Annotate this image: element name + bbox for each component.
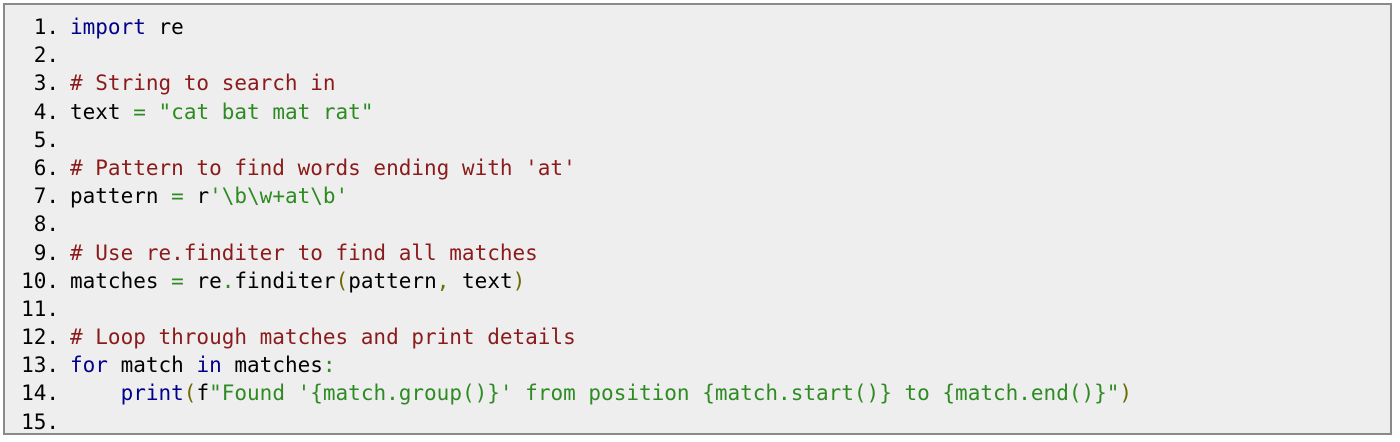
- line-code: # Use re.finditer to find all matches: [59, 239, 538, 267]
- line-code: matches = re.finditer(pattern, text): [59, 267, 525, 295]
- line-code: print(f"Found '{match.group()}' from pos…: [59, 379, 1133, 407]
- code-token: .: [221, 268, 235, 293]
- code-token: re: [183, 268, 222, 293]
- line-number: 15.: [21, 409, 59, 434]
- code-token: match: [107, 353, 197, 378]
- code-token: pattern: [70, 184, 172, 209]
- line-number: 14.: [21, 381, 59, 406]
- code-token: r: [183, 184, 210, 209]
- line-number: 13.: [21, 353, 59, 378]
- code-line: 7.pattern = r'\b\w+at\b': [5, 182, 1390, 210]
- code-token: ): [1119, 381, 1133, 406]
- code-token: "Found '{match.group()}' from position {…: [209, 381, 1120, 406]
- code-token: "cat bat mat rat": [158, 99, 374, 124]
- code-line: 1.import re: [5, 13, 1390, 41]
- code-token: for: [70, 353, 108, 378]
- code-token: ): [512, 268, 526, 293]
- line-number: 3.: [33, 71, 59, 96]
- code-line: 12. # Loop through matches and print deta…: [5, 323, 1390, 351]
- code-line: 13.for match in matches:: [5, 351, 1390, 379]
- code-line: 5.: [5, 126, 1390, 154]
- code-line: 3. # String to search in: [5, 69, 1390, 97]
- code-token: matches: [70, 268, 172, 293]
- code-token: import: [70, 15, 146, 39]
- line-code: import re: [59, 13, 184, 41]
- code-token: (: [335, 268, 349, 293]
- line-number: 11.: [21, 296, 59, 321]
- line-code: [59, 126, 70, 154]
- code-line: 10.matches = re.finditer(pattern, text): [5, 267, 1390, 295]
- line-code: text = "cat bat mat rat": [59, 98, 373, 126]
- code-line: 14. print(f"Found '{match.group()}' from…: [5, 379, 1390, 407]
- code-line: 4.text = "cat bat mat rat": [5, 98, 1390, 126]
- code-token: print: [120, 381, 184, 406]
- line-number: 6.: [33, 155, 59, 180]
- line-number: 4.: [33, 99, 59, 124]
- line-code: [59, 41, 70, 69]
- code-token: ,: [436, 268, 450, 293]
- line-number: 2.: [33, 43, 59, 68]
- code-line: 8.: [5, 210, 1390, 238]
- line-code: [59, 210, 70, 238]
- code-token: # String to search in: [70, 71, 336, 96]
- code-line: 6. # Pattern to find words ending with 'a…: [5, 154, 1390, 182]
- line-number: 9.: [33, 240, 59, 265]
- code-line: 15.: [5, 408, 1390, 436]
- code-line: 9. # Use re.finditer to find all matches: [5, 239, 1390, 267]
- code-token: (: [183, 381, 197, 406]
- line-number: 12.: [21, 325, 59, 350]
- code-token: text: [449, 268, 513, 293]
- line-code: # String to search in: [59, 69, 336, 97]
- code-token: matches: [221, 353, 323, 378]
- code-line: 2.: [5, 41, 1390, 69]
- code-token: # Loop through matches and print details: [70, 325, 576, 350]
- code-token: finditer: [234, 268, 336, 293]
- code-token: # Pattern to find words ending with 'at': [70, 155, 576, 180]
- line-code: # Loop through matches and print details: [59, 323, 576, 351]
- code-token: '\b\w+at\b': [209, 184, 349, 209]
- code-token: # Use re.finditer to find all matches: [70, 240, 538, 265]
- code-token: :: [322, 353, 336, 378]
- line-number: 5.: [33, 127, 59, 152]
- code-token: =: [133, 99, 146, 124]
- code-line: 11.: [5, 295, 1390, 323]
- code-token: in: [196, 353, 222, 378]
- code-token: re: [145, 15, 184, 39]
- code-token: [146, 100, 159, 124]
- code-token: text: [70, 99, 134, 124]
- line-code: [59, 295, 70, 323]
- line-code: [59, 408, 70, 436]
- line-code: # Pattern to find words ending with 'at': [59, 154, 576, 182]
- code-token: =: [171, 184, 184, 209]
- line-number: 8.: [33, 212, 59, 237]
- line-number: 10.: [21, 268, 59, 293]
- line-code: for match in matches:: [59, 351, 336, 379]
- line-number: 1.: [33, 15, 59, 39]
- code-token: =: [171, 268, 184, 293]
- code-token: [70, 381, 121, 405]
- code-token: pattern: [348, 268, 437, 293]
- line-number: 7.: [33, 184, 59, 209]
- code-token: f: [196, 381, 210, 406]
- line-code: pattern = r'\b\w+at\b': [59, 182, 348, 210]
